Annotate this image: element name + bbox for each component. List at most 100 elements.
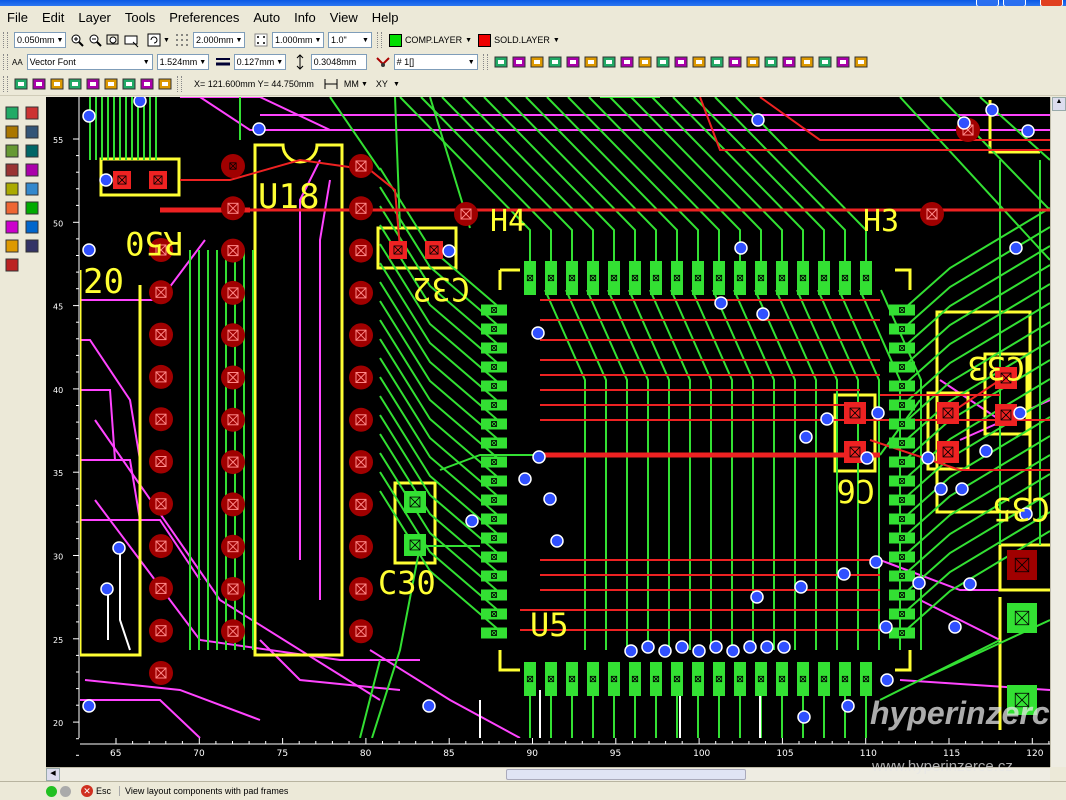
u5-pad[interactable] xyxy=(481,437,507,449)
u5-pad[interactable] xyxy=(545,261,557,295)
via[interactable] xyxy=(837,567,851,581)
connector-pad[interactable] xyxy=(149,407,173,432)
grid-step-select[interactable]: 0.050mm▼ xyxy=(14,32,66,48)
c30-pad[interactable] xyxy=(404,491,426,513)
via[interactable] xyxy=(963,577,977,591)
via[interactable] xyxy=(869,555,883,569)
zoom-out-icon[interactable] xyxy=(87,32,103,48)
draw-tool-icon[interactable] xyxy=(49,76,65,92)
grid-toggle-icon[interactable] xyxy=(253,32,269,48)
u5-pad[interactable] xyxy=(566,261,578,295)
connector-pad[interactable] xyxy=(149,364,173,389)
action-tool-icon[interactable] xyxy=(781,54,797,70)
palette-tool-icon[interactable] xyxy=(24,181,40,197)
u5-pad[interactable] xyxy=(839,261,851,295)
u5-pad[interactable] xyxy=(481,323,507,335)
esc-label[interactable]: Esc xyxy=(96,786,112,796)
u5-pad[interactable] xyxy=(481,551,507,563)
palette-tool-icon[interactable] xyxy=(24,219,40,235)
u5-pad[interactable] xyxy=(889,475,915,487)
draw-tool-icon[interactable] xyxy=(121,76,137,92)
via[interactable] xyxy=(948,620,962,634)
via[interactable] xyxy=(841,699,855,713)
palette-tool-icon[interactable] xyxy=(4,181,20,197)
u5-pad[interactable] xyxy=(818,662,830,696)
action-tool-icon[interactable] xyxy=(673,54,689,70)
palette-tool-icon[interactable] xyxy=(4,200,20,216)
action-tool-icon[interactable] xyxy=(799,54,815,70)
u5-pad[interactable] xyxy=(481,418,507,430)
u5-pad[interactable] xyxy=(650,261,662,295)
u5-pad[interactable] xyxy=(481,627,507,639)
vertical-scrollbar[interactable]: ▲ xyxy=(1050,97,1066,767)
text-height-select[interactable]: 1.524mm▼ xyxy=(156,54,209,70)
via[interactable] xyxy=(532,450,546,464)
u5-pad[interactable] xyxy=(692,261,704,295)
u5-pad[interactable] xyxy=(889,437,915,449)
esc-icon[interactable]: ✕ xyxy=(81,785,93,797)
u5-pad[interactable] xyxy=(776,261,788,295)
menu-edit[interactable]: Edit xyxy=(41,9,65,25)
net-select[interactable]: # 1[]▼ xyxy=(393,54,478,70)
angle-select[interactable]: 1.0"▼ xyxy=(327,32,372,48)
layer-bottom-select[interactable]: SOLD.LAYER▼ xyxy=(478,33,560,47)
horizontal-scrollbar[interactable]: ◀ xyxy=(46,767,1050,782)
zoom-in-icon[interactable] xyxy=(69,32,85,48)
u5-pad[interactable] xyxy=(671,261,683,295)
via[interactable] xyxy=(912,576,926,590)
via[interactable] xyxy=(985,103,999,117)
u5-pad[interactable] xyxy=(713,261,725,295)
u5-pad[interactable] xyxy=(889,304,915,316)
c33-pad[interactable] xyxy=(995,404,1017,426)
via[interactable] xyxy=(799,430,813,444)
via[interactable] xyxy=(675,640,689,654)
draw-tool-icon[interactable] xyxy=(85,76,101,92)
action-tool-icon[interactable] xyxy=(763,54,779,70)
u5-pad[interactable] xyxy=(776,662,788,696)
u5-pad[interactable] xyxy=(734,261,746,295)
snap-step-select[interactable]: 2.000mm▼ xyxy=(192,32,245,48)
u5-pad[interactable] xyxy=(481,342,507,354)
action-tool-icon[interactable] xyxy=(601,54,617,70)
u18-pad[interactable] xyxy=(349,196,373,221)
u18-pad[interactable] xyxy=(349,450,373,475)
c30-pad[interactable] xyxy=(404,534,426,556)
draw-tool-icon[interactable] xyxy=(13,76,29,92)
u5-pad[interactable] xyxy=(524,261,536,295)
u18-pad[interactable] xyxy=(221,280,245,305)
u18-pad-1[interactable] xyxy=(226,159,240,173)
draw-tool-icon[interactable] xyxy=(31,76,47,92)
via[interactable] xyxy=(624,644,638,658)
u18-pad[interactable] xyxy=(221,323,245,348)
via[interactable] xyxy=(955,482,969,496)
u18-pad[interactable] xyxy=(221,196,245,221)
u5-pad[interactable] xyxy=(889,361,915,373)
menu-view[interactable]: View xyxy=(329,9,358,25)
via[interactable] xyxy=(550,534,564,548)
u5-pad[interactable] xyxy=(889,456,915,468)
pad[interactable] xyxy=(1007,550,1037,580)
measure-icon[interactable] xyxy=(323,76,339,92)
action-tool-icon[interactable] xyxy=(637,54,653,70)
u5-pad[interactable] xyxy=(524,662,536,696)
via[interactable] xyxy=(422,699,436,713)
u5-pad[interactable] xyxy=(889,323,915,335)
u5-pad[interactable] xyxy=(889,399,915,411)
u5-pad[interactable] xyxy=(481,589,507,601)
u18-pad[interactable] xyxy=(349,238,373,263)
u5-pad[interactable] xyxy=(839,662,851,696)
u18-pad[interactable] xyxy=(349,323,373,348)
u5-pad[interactable] xyxy=(481,513,507,525)
action-tool-icon[interactable] xyxy=(583,54,599,70)
via[interactable] xyxy=(860,451,874,465)
u18-pad[interactable] xyxy=(221,407,245,432)
u5-pad[interactable] xyxy=(481,608,507,620)
u5-pad[interactable] xyxy=(608,261,620,295)
u5-pad[interactable] xyxy=(481,456,507,468)
action-tool-icon[interactable] xyxy=(709,54,725,70)
action-tool-icon[interactable] xyxy=(511,54,527,70)
menu-auto[interactable]: Auto xyxy=(253,9,281,25)
via[interactable] xyxy=(1019,507,1033,521)
palette-tool-icon[interactable] xyxy=(24,162,40,178)
u18-pad[interactable] xyxy=(221,492,245,517)
